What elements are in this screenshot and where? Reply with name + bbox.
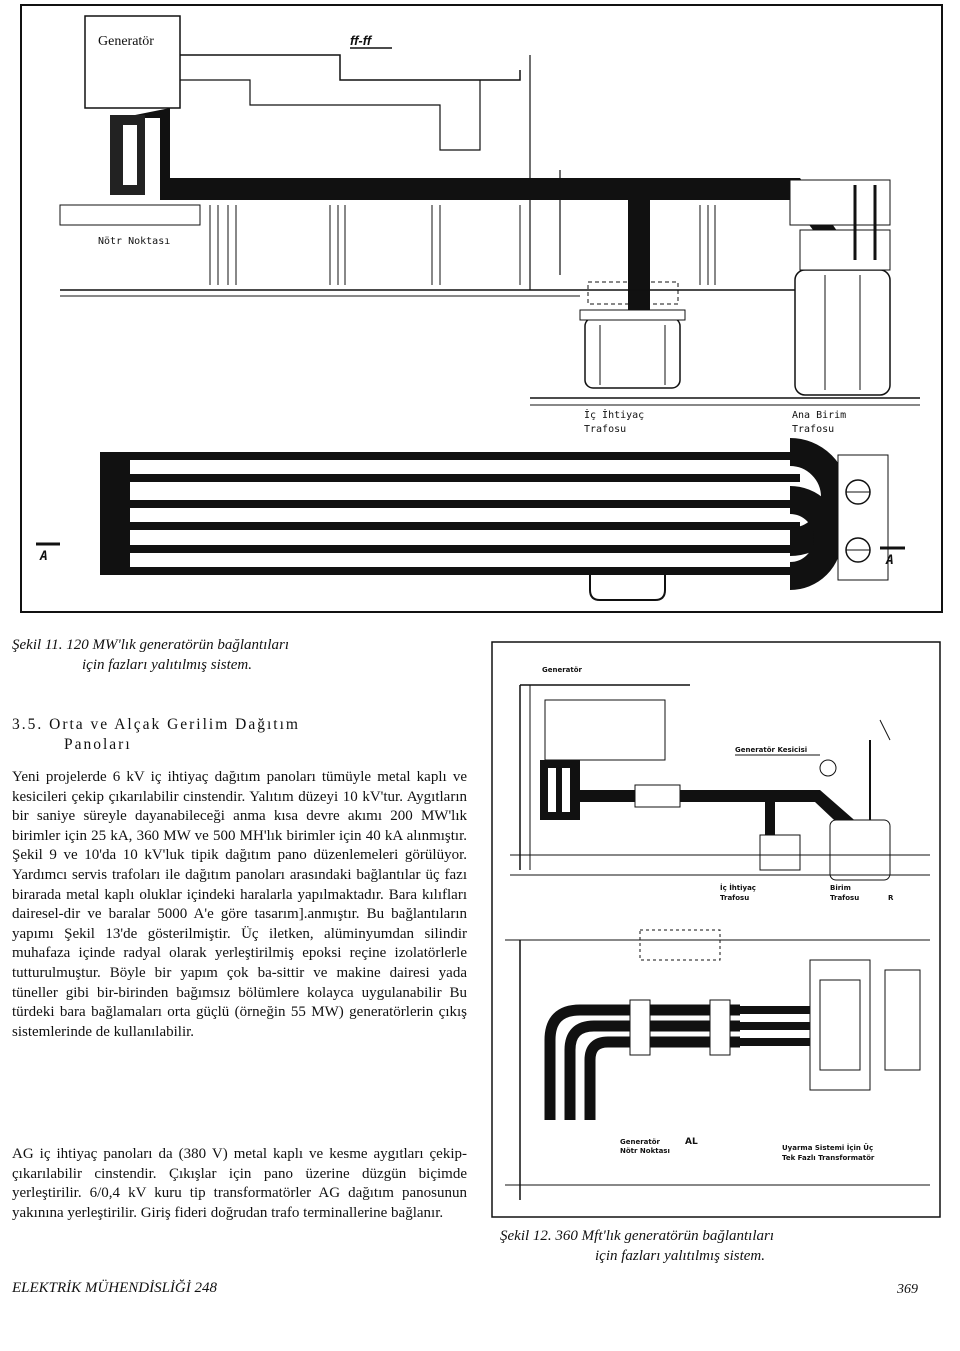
paragraph-1: Yeni projelerde 6 kV iç ihtiyaç dağıtım … xyxy=(12,769,467,1040)
neutral-point-label: Nötr Noktası xyxy=(98,236,170,247)
generator-label: Generatör xyxy=(98,34,154,49)
aux-transformer-label-2: Trafosu xyxy=(584,424,626,435)
aux-transformer-label-1: İç İhtiyaç xyxy=(584,408,644,421)
fig12-breaker-label: Generatör Kesicisi xyxy=(735,746,807,754)
section-ff-label: ff-ff xyxy=(350,33,373,48)
paragraph-2: AG iç ihtiyaç panoları da (380 V) metal … xyxy=(12,1146,467,1221)
figure-12: Generatör Generatör Kesicisi İç İhtiyaç … xyxy=(490,640,950,1225)
figure-11-caption: Şekil 11. 120 MW'lık generatörün bağlant… xyxy=(12,635,482,675)
section-a-left-label: A xyxy=(39,549,48,564)
figure-11-drawing: A A Generatör ff-ff Nötr Noktası İç İhti… xyxy=(20,4,943,613)
fig12-al-label: AL xyxy=(685,1137,698,1147)
fig12-excitation-label-1: Uyarma Sistemi İçin Üç xyxy=(782,1143,873,1152)
section-heading: 3.5. Orta ve Alçak Gerilim Dağıtım Panol… xyxy=(12,715,472,755)
section-heading-line2: Panoları xyxy=(64,736,132,753)
plan-busbars xyxy=(100,438,849,590)
fig12-r-label: R xyxy=(888,894,894,902)
aux-transformer-body xyxy=(584,317,681,389)
section-heading-line1: 3.5. Orta ve Alçak Gerilim Dağıtım xyxy=(12,716,300,733)
figure-11: A A Generatör ff-ff Nötr Noktası İç İhti… xyxy=(0,0,960,620)
fig12-gen-neutral-label-2: Nötr Noktası xyxy=(620,1147,670,1155)
fig12-unit-label-2: Trafosu xyxy=(830,894,859,902)
footer-page-number: 369 xyxy=(897,1282,918,1297)
fig12-unit-label-1: Birim xyxy=(830,884,851,892)
figure-11-caption-line2: için fazları yalıtılmış sistem. xyxy=(82,657,253,673)
fig12-generator-label: Generatör xyxy=(542,666,583,674)
section-body-2: AG iç ihtiyaç panoları da (380 V) metal … xyxy=(12,1145,467,1223)
section-a-right-label: A xyxy=(885,553,894,568)
generator-housing xyxy=(84,15,181,109)
phase-busbar xyxy=(120,108,870,278)
fig12-aux-label-2: Trafosu xyxy=(720,894,749,902)
main-transformer-body xyxy=(794,269,891,396)
fig12-excitation-label-2: Tek Fazlı Transformatör xyxy=(782,1154,875,1162)
figure-12-caption: Şekil 12. 360 Mft'lık generatörün bağlan… xyxy=(500,1226,930,1266)
figure-12-caption-line1: Şekil 12. 360 Mft'lık generatörün bağlan… xyxy=(500,1228,775,1244)
fig12-aux-label-1: İç İhtiyaç xyxy=(720,883,756,892)
main-transformer-label-1: Ana Birim xyxy=(792,410,846,421)
footer-journal: ELEKTRİK MÜHENDİSLİĞİ 248 xyxy=(12,1280,217,1296)
figure-12-caption-line2: için fazları yalıtılmış sistem. xyxy=(595,1248,766,1264)
figure-12-drawing: Generatör Generatör Kesicisi İç İhtiyaç … xyxy=(491,641,941,1218)
section-body: Yeni projelerde 6 kV iç ihtiyaç dağıtım … xyxy=(12,768,467,1042)
fig12-gen-neutral-label-1: Generatör xyxy=(620,1138,661,1146)
main-transformer-label-2: Trafosu xyxy=(792,424,834,435)
figure-11-caption-line1: Şekil 11. 120 MW'lık generatörün bağlant… xyxy=(12,637,290,653)
